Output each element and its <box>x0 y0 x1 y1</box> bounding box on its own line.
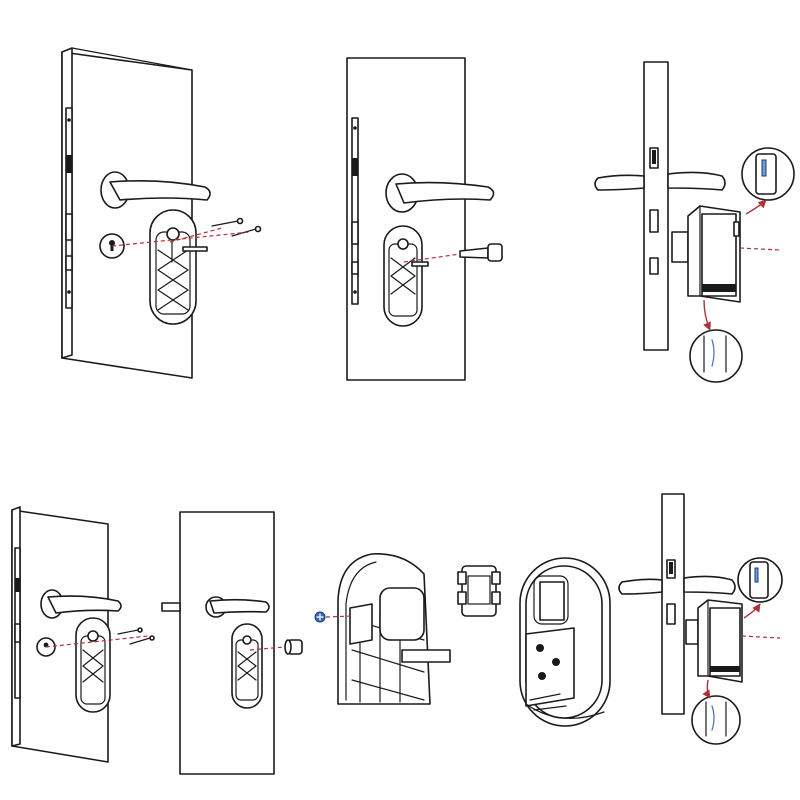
step-1-backplate-screws <box>61 47 262 379</box>
backplate-icon <box>149 209 208 325</box>
backplate-icon <box>75 617 111 713</box>
door-handle-icon <box>40 589 122 619</box>
inner-handle-icon <box>594 171 726 191</box>
smart-lock-body-icon <box>685 599 781 683</box>
step-4-backplate-screws <box>11 506 155 763</box>
step-3-lock-mounted-side <box>594 61 795 383</box>
door-handle-icon <box>385 173 495 213</box>
step-5-thumbturn-adapter <box>161 511 303 775</box>
zoom-detail-top-icon <box>741 147 795 215</box>
step-2-key-insertion <box>346 57 503 381</box>
adapter-cap-icon <box>249 639 303 655</box>
key-icon <box>403 243 503 263</box>
door-handle-icon <box>100 171 211 209</box>
zoom-detail-bottom-icon <box>689 299 743 383</box>
screws-icon <box>111 217 262 247</box>
mounting-bracket-icon <box>457 565 501 617</box>
mounting-frame-icon <box>337 553 451 705</box>
inner-handle-icon <box>618 575 736 595</box>
step-6-lock-exploded <box>314 553 611 727</box>
door-handle-icon <box>161 596 270 618</box>
step-7-lock-mounted-side <box>618 493 783 745</box>
backplate-icon <box>231 623 263 709</box>
zoom-detail-top-icon <box>737 557 783 619</box>
blue-screw-icon <box>314 611 353 623</box>
backplate-icon <box>383 225 429 327</box>
smart-lock-body-icon <box>671 205 781 303</box>
zoom-detail-bottom-icon <box>691 679 741 745</box>
lock-housing-icon <box>519 557 611 727</box>
